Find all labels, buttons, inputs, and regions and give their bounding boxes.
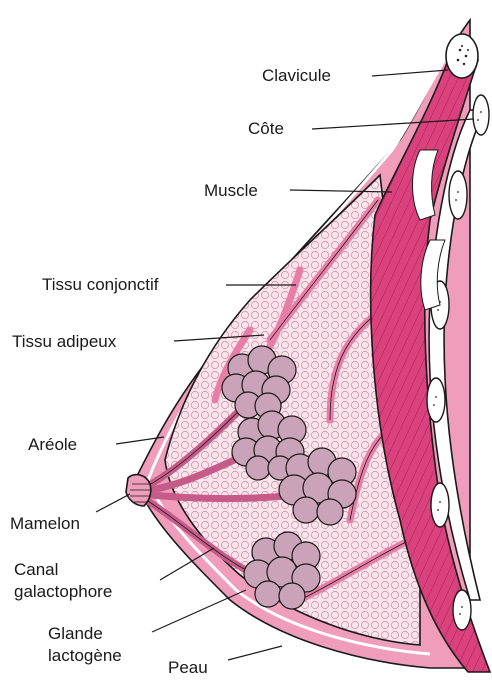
label-glande-line2: lactogène xyxy=(48,646,122,666)
leader-peau xyxy=(228,646,282,660)
label-muscle: Muscle xyxy=(204,181,258,201)
label-mamelon: Mamelon xyxy=(10,514,80,534)
clavicle-bone xyxy=(446,34,478,78)
label-clavicule: Clavicule xyxy=(262,66,331,86)
leader-glande xyxy=(152,590,246,632)
label-areole: Aréole xyxy=(28,435,77,455)
label-glande-line1: Glande xyxy=(48,624,103,644)
label-tissu-adipeux: Tissu adipeux xyxy=(12,332,116,352)
leader-mamelon xyxy=(96,494,130,512)
label-canal-line1: Canal xyxy=(14,560,58,580)
label-peau: Peau xyxy=(168,658,208,678)
label-canal-line2: galactophore xyxy=(14,582,112,602)
label-cote: Côte xyxy=(248,119,284,139)
label-tissu-conjonctif: Tissu conjonctif xyxy=(42,275,159,295)
